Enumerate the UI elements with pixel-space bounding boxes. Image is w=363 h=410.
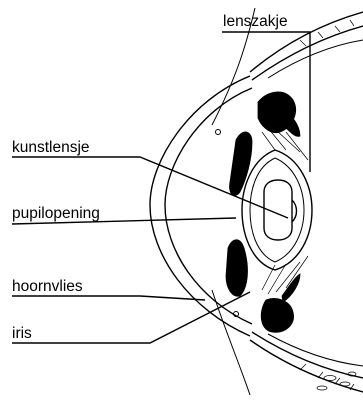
leader-hoornvlies — [12, 296, 205, 300]
eyeball-wall — [250, 12, 363, 392]
lens-capsule-shape — [242, 150, 312, 270]
leader-iris — [12, 292, 250, 343]
label-pupil-opening: pupilopening — [12, 205, 100, 222]
label-cornea: hoornvlies — [12, 278, 83, 295]
cornea-shape — [150, 8, 255, 395]
label-artificial-lens: kunstlensje — [12, 139, 90, 156]
label-iris: iris — [12, 325, 32, 342]
iris-shape — [216, 92, 301, 332]
label-lens-capsule: lenszakje — [223, 13, 288, 30]
